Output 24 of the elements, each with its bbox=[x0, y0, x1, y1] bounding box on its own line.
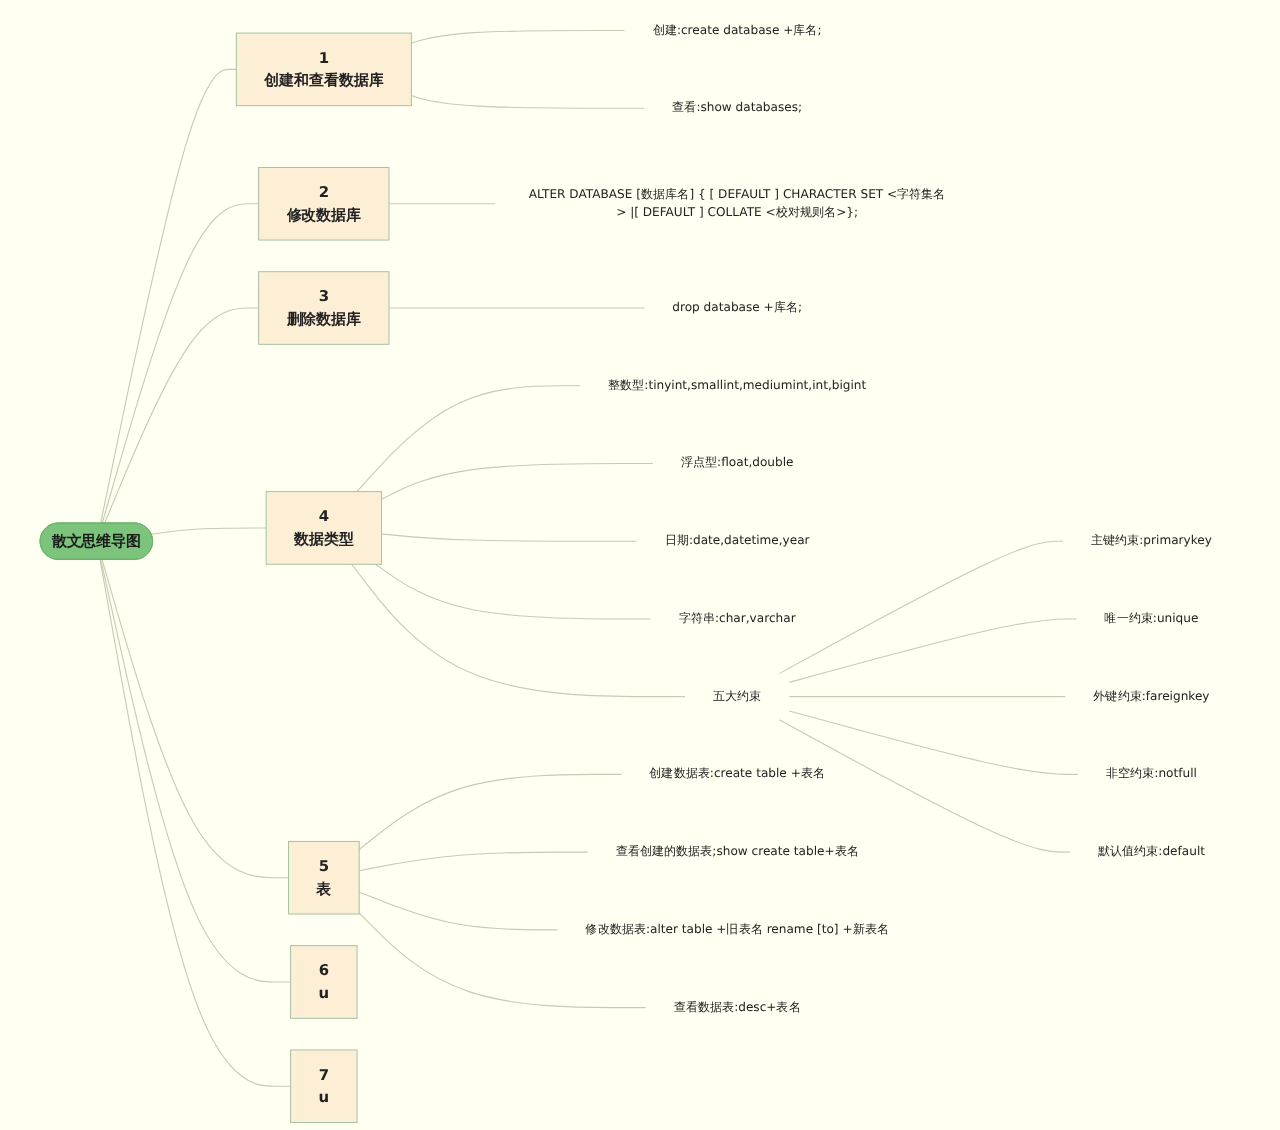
connector bbox=[410, 29, 626, 44]
connector bbox=[374, 563, 652, 620]
connector bbox=[788, 618, 1078, 683]
connector bbox=[778, 719, 1071, 853]
connector bbox=[778, 540, 1064, 675]
connector bbox=[356, 385, 581, 493]
connector bbox=[788, 710, 1079, 775]
connector bbox=[150, 527, 267, 535]
connector bbox=[358, 912, 647, 1009]
connector bbox=[388, 203, 496, 205]
connector bbox=[358, 851, 589, 872]
connector bbox=[788, 696, 1066, 698]
connector bbox=[100, 559, 292, 983]
connector bbox=[101, 559, 289, 879]
connector bbox=[99, 559, 292, 1087]
connector bbox=[100, 68, 237, 525]
connector bbox=[410, 95, 645, 109]
connector bbox=[358, 891, 559, 931]
connector bbox=[101, 203, 260, 525]
connector bbox=[381, 462, 654, 500]
connector bbox=[381, 533, 638, 542]
connector bbox=[351, 563, 686, 698]
connector bbox=[358, 773, 622, 851]
connector bbox=[103, 307, 260, 525]
